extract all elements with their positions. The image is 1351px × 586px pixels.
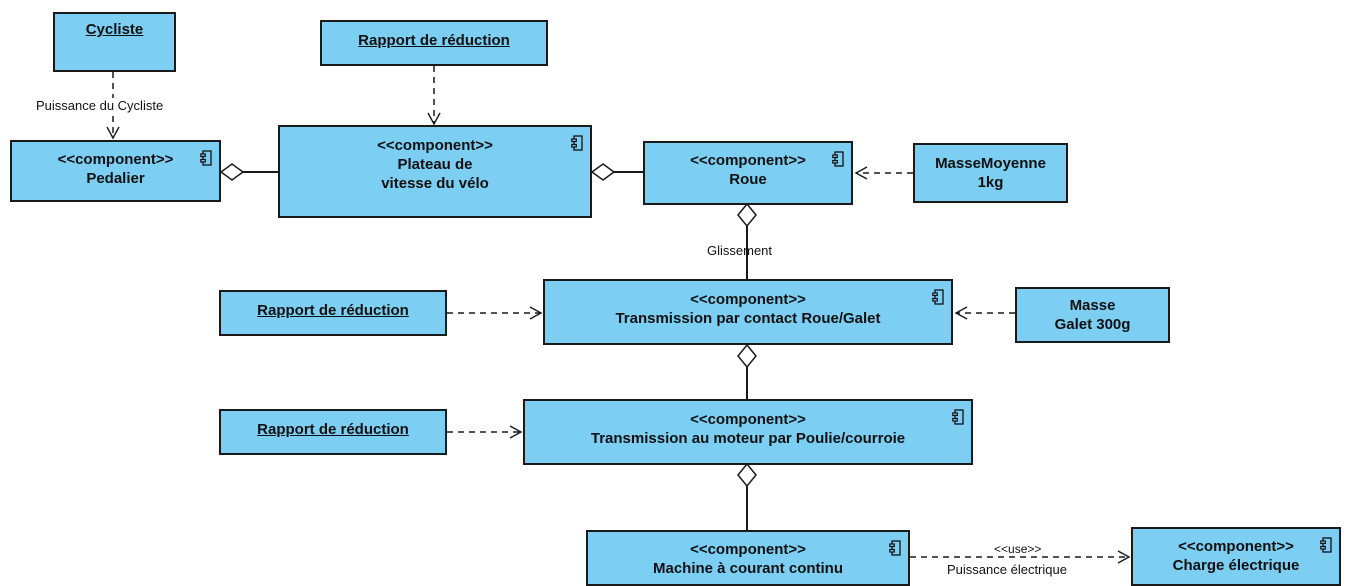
object-masse-moyenne-line2: 1kg: [977, 174, 1004, 191]
diamond-pedalier: [219, 163, 245, 181]
component-machine-stereotype: <<component>>: [690, 541, 806, 558]
component-roue[interactable]: <<component>> Roue: [643, 141, 853, 205]
object-masse-galet-line2: Galet 300g: [1054, 316, 1131, 333]
object-rapport-top-label: Rapport de réduction: [358, 32, 510, 49]
component-icon: [571, 135, 583, 151]
component-icon: [200, 150, 212, 166]
component-transmission-contact[interactable]: <<component>> Transmission par contact R…: [543, 279, 953, 345]
object-masse-galet[interactable]: Masse Galet 300g: [1015, 287, 1170, 343]
label-puissance-electrique: Puissance électrique: [947, 562, 1067, 577]
component-charge-stereotype: <<component>>: [1178, 538, 1294, 555]
object-rapport-top[interactable]: Rapport de réduction: [320, 20, 548, 66]
label-glissement: Glissement: [707, 243, 773, 258]
object-cycliste[interactable]: Cycliste: [53, 12, 176, 72]
component-pedalier-name: Pedalier: [86, 170, 145, 187]
diamond-moteur: [737, 462, 757, 488]
object-rapport-low[interactable]: Rapport de réduction: [219, 409, 447, 455]
component-plateau-line2: vitesse du vélo: [381, 175, 489, 192]
component-machine[interactable]: <<component>> Machine à courant continu: [586, 530, 910, 586]
object-masse-moyenne-line1: MasseMoyenne: [935, 155, 1046, 172]
component-charge-name: Charge électrique: [1172, 557, 1300, 574]
object-masse-galet-line1: Masse: [1069, 297, 1116, 314]
component-roue-name: Roue: [729, 171, 767, 188]
component-icon: [952, 409, 964, 425]
component-transmission-moteur-stereotype: <<component>>: [690, 411, 806, 428]
object-rapport-mid-label: Rapport de réduction: [257, 302, 409, 319]
object-cycliste-label: Cycliste: [85, 21, 144, 38]
component-transmission-moteur-name: Transmission au moteur par Poulie/courro…: [590, 430, 906, 447]
component-icon: [932, 289, 944, 305]
component-transmission-moteur[interactable]: <<component>> Transmission au moteur par…: [523, 399, 973, 465]
component-transmission-contact-name: Transmission par contact Roue/Galet: [615, 310, 881, 327]
object-rapport-low-label: Rapport de réduction: [257, 421, 409, 438]
component-charge[interactable]: <<component>> Charge électrique: [1131, 527, 1341, 586]
component-transmission-contact-stereotype: <<component>>: [690, 291, 806, 308]
component-pedalier[interactable]: <<component>> Pedalier: [10, 140, 221, 202]
component-machine-name: Machine à courant continu: [652, 560, 844, 577]
component-icon: [1320, 537, 1332, 553]
component-icon: [889, 540, 901, 556]
label-use: <<use>>: [994, 542, 1042, 556]
diamond-roue: [737, 202, 757, 228]
component-icon: [832, 151, 844, 167]
component-plateau-line1: Plateau de: [397, 156, 473, 173]
component-pedalier-stereotype: <<component>>: [57, 151, 174, 168]
diamond-plateau: [590, 163, 616, 181]
object-rapport-mid[interactable]: Rapport de réduction: [219, 290, 447, 336]
object-masse-moyenne[interactable]: MasseMoyenne 1kg: [913, 143, 1068, 203]
component-plateau-stereotype: <<component>>: [377, 137, 493, 154]
component-plateau[interactable]: <<component>> Plateau de vitesse du vélo: [278, 125, 592, 218]
label-puissance-cycliste: Puissance du Cycliste: [36, 98, 164, 113]
component-roue-stereotype: <<component>>: [690, 152, 806, 169]
diamond-contact: [737, 343, 757, 369]
